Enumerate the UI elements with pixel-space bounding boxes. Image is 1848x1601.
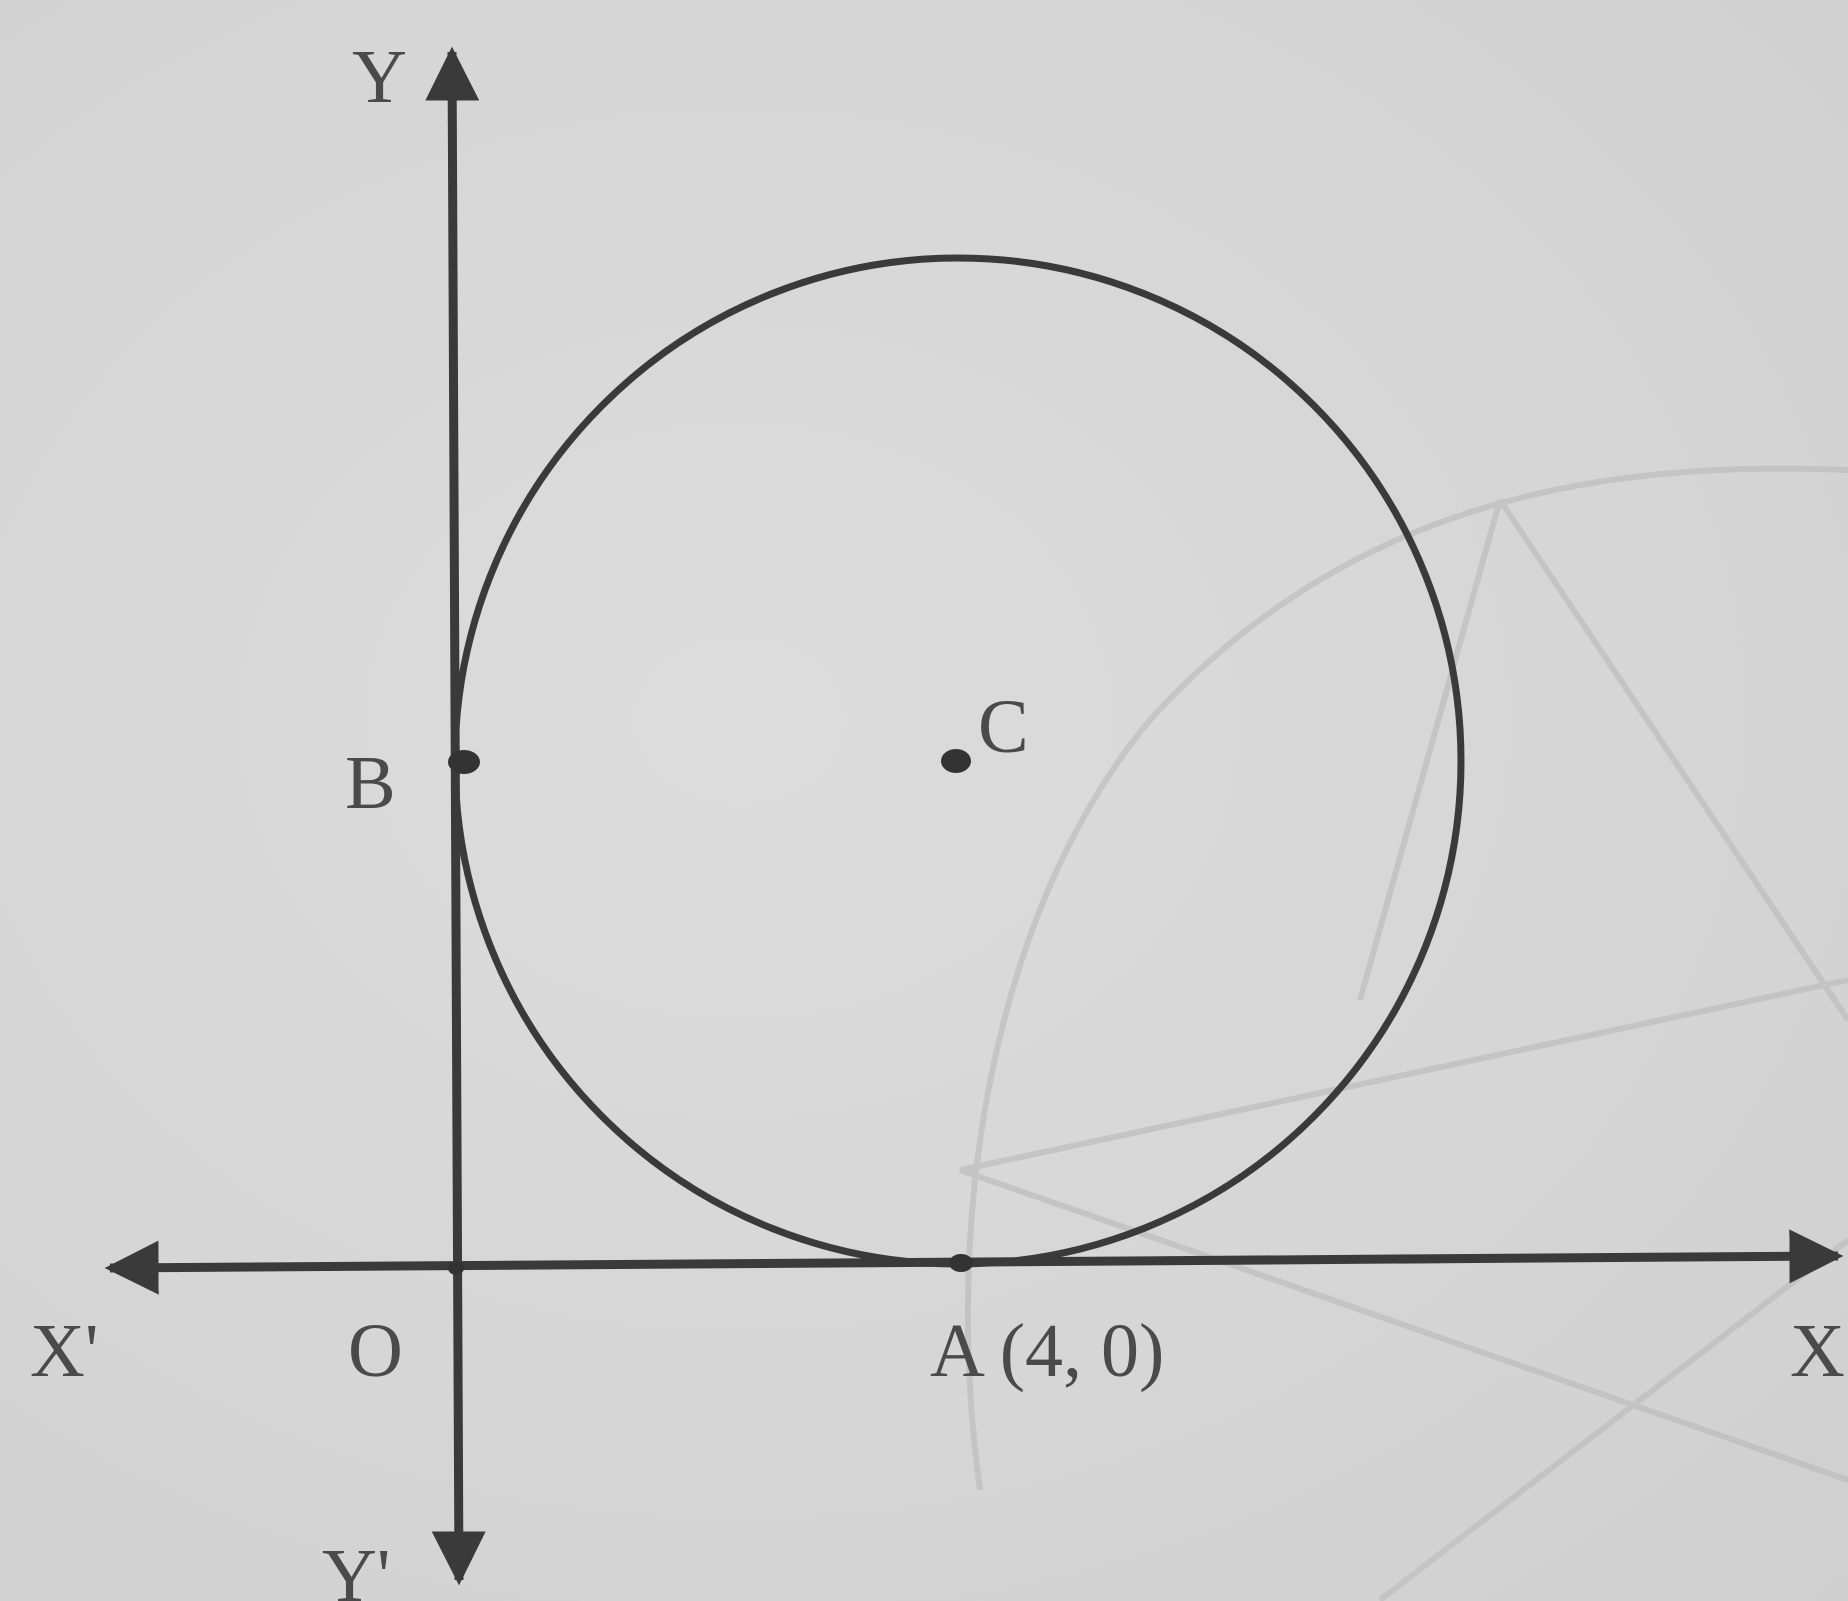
faint-line-1 [1497, 498, 1848, 1022]
faint-line-5 [1378, 1237, 1848, 1601]
point-c [941, 749, 971, 773]
faint-line-3 [959, 977, 1848, 1173]
label-y-positive: Y [352, 35, 407, 119]
faint-line-2 [1357, 499, 1503, 1001]
label-y-negative: Y' [322, 1534, 391, 1601]
label-x-positive: X [1790, 1309, 1845, 1393]
label-origin: O [348, 1309, 403, 1393]
label-point-a: A (4, 0) [930, 1309, 1164, 1393]
point-b [448, 750, 480, 774]
point-a [949, 1254, 973, 1272]
label-point-b: B [345, 741, 396, 825]
faint-line-4 [959, 1167, 1848, 1483]
point-o [448, 1261, 464, 1275]
faint-arc [964, 465, 1848, 1491]
faint-background-marks [959, 465, 1848, 1601]
label-point-c: C [978, 685, 1029, 769]
label-x-negative: X' [30, 1309, 99, 1393]
